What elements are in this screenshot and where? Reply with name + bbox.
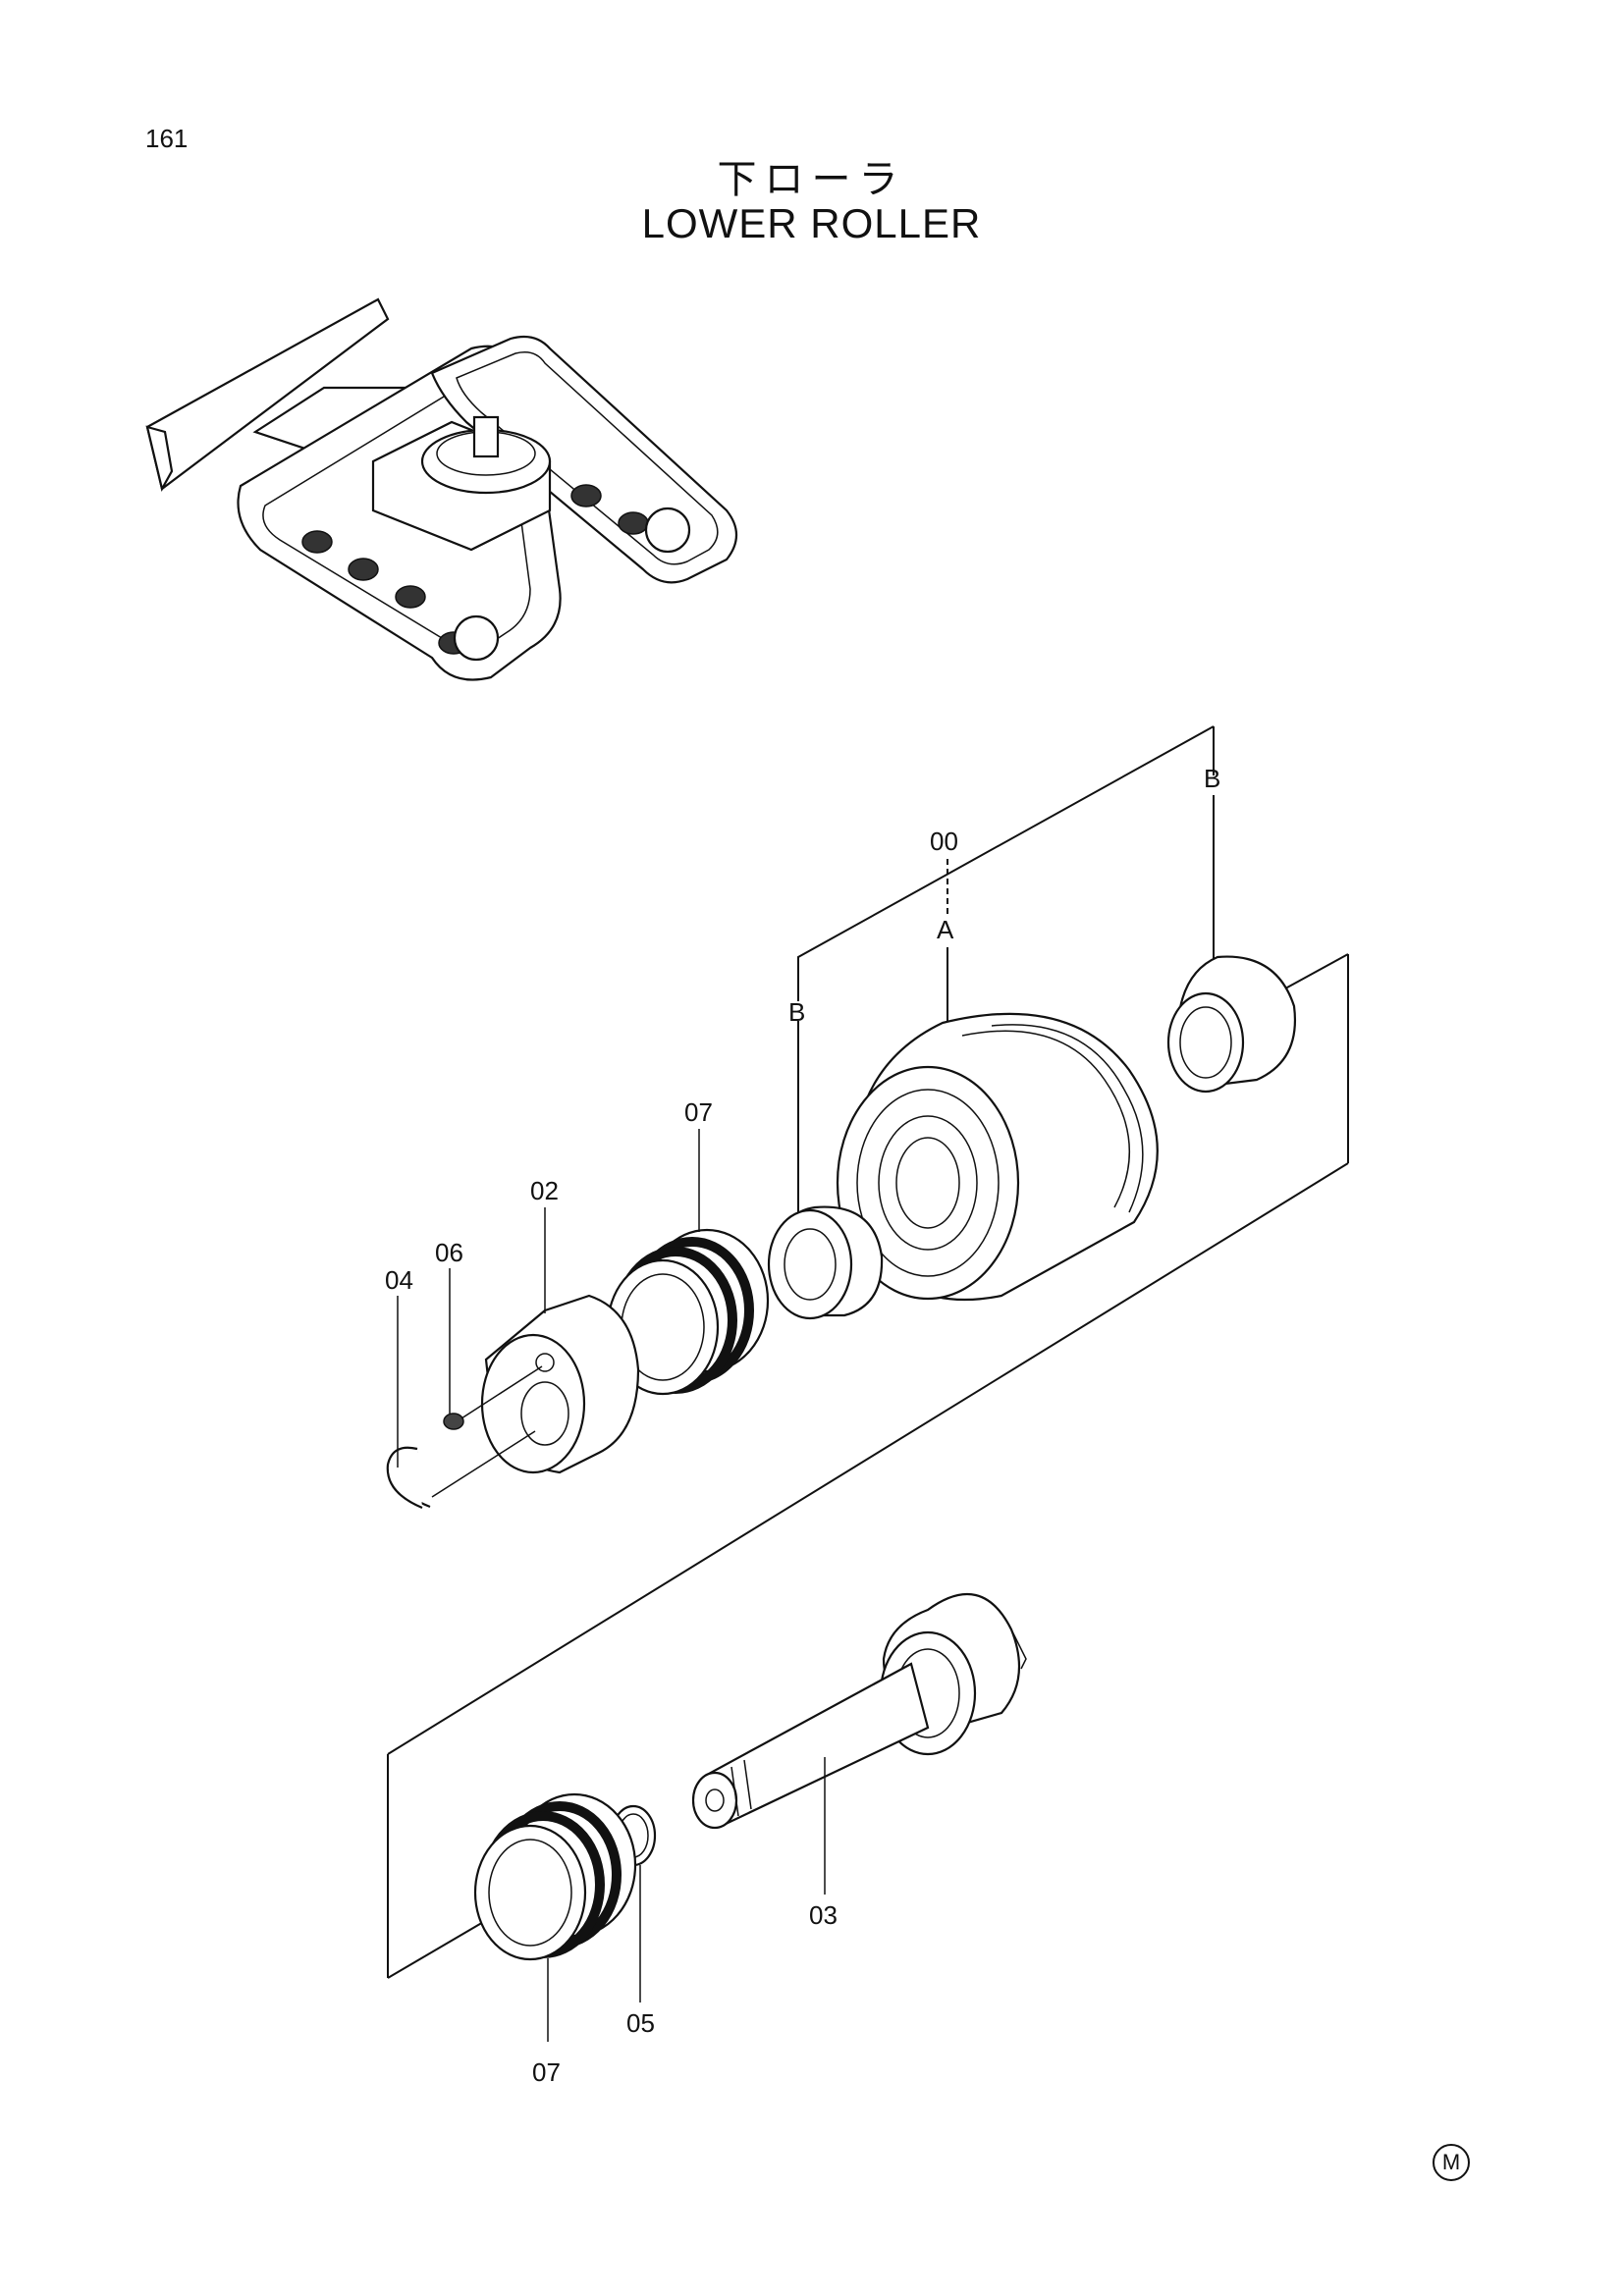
bushing-left-part-b (767, 1205, 884, 1320)
plug-06 (443, 1365, 543, 1430)
callout-03: 03 (809, 1900, 838, 1930)
collar-02 (480, 1294, 640, 1474)
title-japanese: 下ローラ (717, 157, 906, 202)
callout-b-top: B (1204, 764, 1220, 793)
callout-00: 00 (930, 827, 958, 856)
m-mark: M (1433, 2144, 1470, 2181)
callout-06: 06 (435, 1238, 463, 1267)
title-english: LOWER ROLLER (641, 200, 982, 246)
floating-seal-07-top (606, 1228, 770, 1396)
shaft-03 (691, 1593, 1027, 1895)
callout-02: 02 (530, 1176, 559, 1205)
callout-04: 04 (385, 1265, 413, 1295)
callout-a: A (937, 915, 954, 944)
callout-b-left: B (788, 997, 805, 1027)
excavator-undercarriage-illustration (145, 297, 738, 681)
callout-07-top: 07 (684, 1097, 713, 1127)
roller-body-part-a (836, 1012, 1159, 1302)
leader-lines (397, 1129, 700, 1468)
floating-seal-07-bottom (473, 1792, 637, 2042)
assembly-bracket-lines (387, 725, 1349, 1979)
retaining-ring-04 (386, 1430, 536, 1510)
page-number: 161 (145, 124, 189, 153)
callout-05: 05 (626, 2008, 655, 2038)
callout-07-bottom: 07 (532, 2057, 561, 2087)
bushing-right-part-b (1166, 955, 1296, 1094)
